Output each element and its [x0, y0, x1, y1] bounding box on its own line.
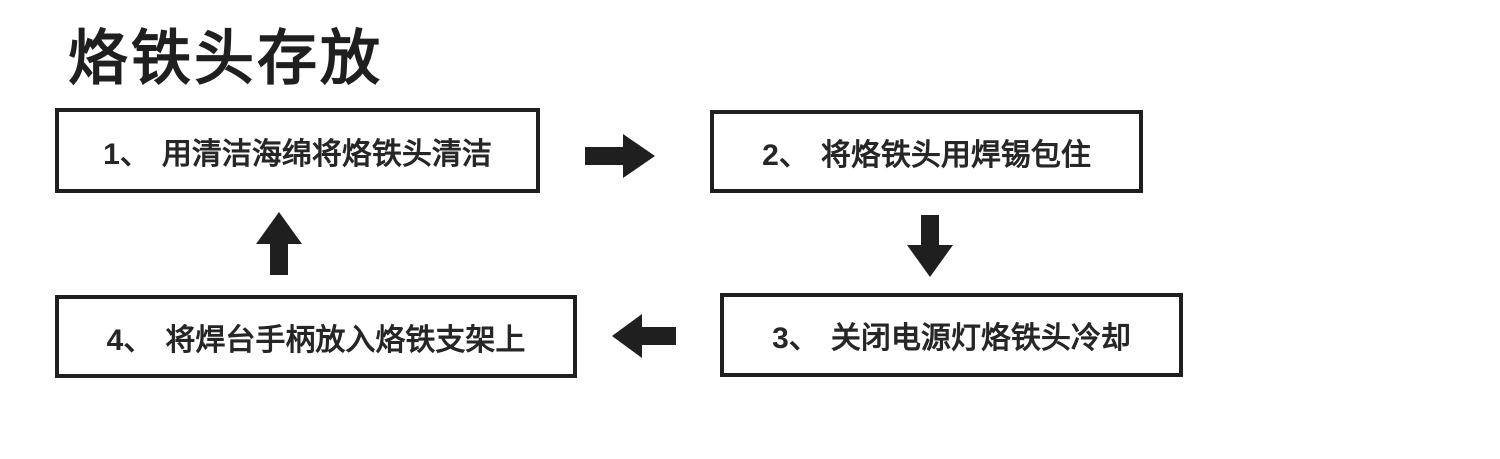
- step-text: 关闭电源灯烙铁头冷却: [830, 322, 1131, 355]
- arrow-left-icon: [612, 314, 676, 358]
- step-number: 1、: [103, 137, 150, 171]
- step-text: 将焊台手柄放入烙铁支架上: [165, 323, 526, 357]
- step-box-2: 2、 将烙铁头用焊锡包住: [710, 110, 1143, 193]
- arrow-down-icon: [907, 215, 953, 277]
- arrow-up-icon: [256, 212, 302, 275]
- page-title: 烙铁头存放: [68, 25, 383, 92]
- step-text: 用清洁海绵将烙铁头清洁: [161, 137, 492, 171]
- step-box-1: 1、 用清洁海绵将烙铁头清洁: [55, 108, 540, 193]
- step-number: 4、: [106, 323, 154, 357]
- arrow-right-icon: [585, 134, 655, 178]
- step-box-4: 4、 将焊台手柄放入烙铁支架上: [55, 295, 577, 378]
- step-number: 3、: [772, 322, 819, 355]
- step-box-3: 3、 关闭电源灯烙铁头冷却: [720, 293, 1183, 377]
- step-text: 将烙铁头用焊锡包住: [820, 138, 1091, 172]
- step-number: 2、: [762, 138, 809, 172]
